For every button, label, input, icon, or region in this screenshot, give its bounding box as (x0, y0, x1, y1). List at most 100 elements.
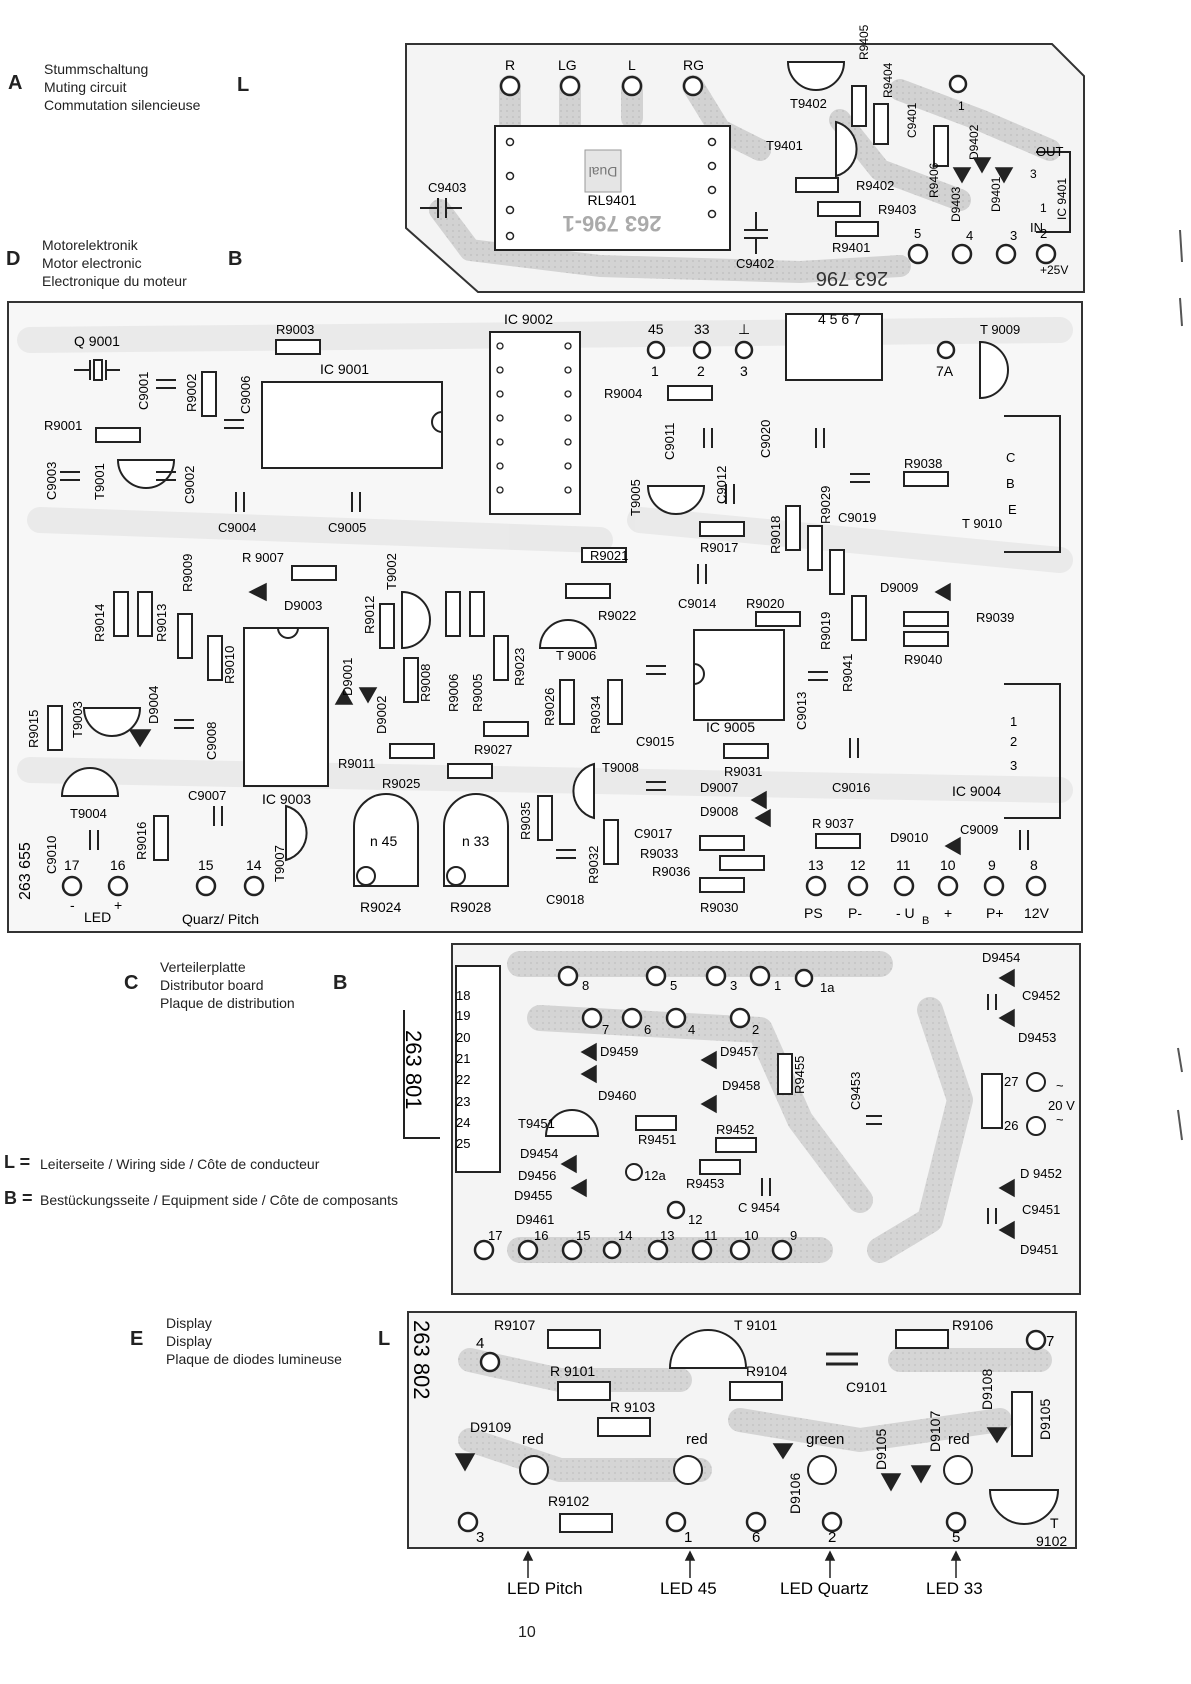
c-pin-4: 4 (688, 1022, 695, 1037)
c9403-label: C9403 (428, 180, 466, 195)
c9011-label: C9011 (662, 423, 677, 460)
e-led-45: LED 45 (660, 1579, 717, 1598)
c-r9453: R9453 (686, 1176, 724, 1191)
ic9401-label: IC 9401 (1055, 178, 1069, 220)
c9401-label: C9401 (905, 102, 919, 138)
c-bpin-9: 9 (790, 1228, 797, 1243)
c-ac-26: 26 (1004, 1118, 1018, 1133)
section-c-side: B (333, 972, 348, 994)
c-conn-23: 23 (456, 1094, 470, 1109)
r9011-label: R9011 (338, 756, 375, 771)
section-d-side: B (228, 248, 243, 270)
c9009-label: C9009 (960, 822, 998, 837)
c-bpin-13: 13 (660, 1228, 674, 1243)
e-r9101: R 9101 (550, 1363, 595, 1379)
c-pin-8: 8 (582, 978, 589, 993)
c9008-label: C9008 (204, 722, 219, 760)
d-top-pin-45: 45 (648, 321, 664, 337)
e-pin-1: 1 (684, 1529, 692, 1546)
d-label-ub-plus: + (944, 905, 952, 921)
c-c9452: C9452 (1022, 988, 1060, 1003)
d-pin-14: 14 (246, 857, 262, 873)
c-pin-12: 12 (688, 1212, 702, 1227)
c-d9452: D 9452 (1020, 1166, 1062, 1181)
r9040-label: R9040 (904, 652, 942, 667)
c-bpin-16: 16 (534, 1228, 548, 1243)
r9035-label: R9035 (518, 802, 533, 840)
t9008-label: T9008 (602, 760, 639, 775)
r9016-label: R9016 (134, 822, 149, 860)
e-d9106: D9106 (787, 1473, 803, 1514)
c9019-label: C9019 (838, 510, 876, 525)
c-d9455: D9455 (514, 1188, 552, 1203)
d9402-label: D9402 (967, 124, 981, 160)
e-d9105-b: D9105 (1037, 1399, 1053, 1440)
c-bpin-14: 14 (618, 1228, 632, 1243)
c9015-label: C9015 (636, 734, 674, 749)
r9034-label: R9034 (588, 696, 603, 734)
ic9004-pin3: 3 (1010, 758, 1017, 773)
r9027-label: R9027 (474, 742, 512, 757)
section-a-title-de: Stummschaltung (44, 61, 149, 77)
r9404-label: R9404 (881, 62, 895, 98)
d-pin-12: 12 (850, 857, 866, 873)
a-plus25: +25V (1040, 263, 1068, 277)
section-d-letter: D (6, 248, 21, 270)
r9012-label: R9012 (362, 596, 377, 634)
e-led-quartz: LED Quartz (780, 1579, 869, 1598)
c-t9451: T9451 (518, 1116, 555, 1131)
e-pin-2: 2 (828, 1529, 836, 1546)
c9012-label: C9012 (714, 466, 729, 504)
d-label-12v: 12V (1024, 905, 1050, 921)
ic9401-in: IN (1030, 220, 1043, 235)
ic9004-pin1: 1 (1010, 714, 1017, 729)
d-pin-9: 9 (988, 857, 996, 873)
terminal-lg: LG (558, 57, 577, 73)
e-t9102-num: 9102 (1036, 1533, 1067, 1549)
ic9401-pin3: 3 (1030, 167, 1037, 181)
c9010-label: C9010 (44, 836, 59, 874)
c-pin-1: 1 (774, 978, 781, 993)
c9018-label: C9018 (546, 892, 584, 907)
c9006-label: C9006 (238, 376, 253, 414)
r9009-label: R9009 (180, 554, 195, 592)
c-d9454: D9454 (520, 1146, 558, 1161)
r9002-label: R9002 (184, 374, 199, 412)
a-pin-2: 2 (1040, 226, 1047, 241)
e-led-color-4: red (948, 1431, 970, 1448)
board-a-code: 263 796 (816, 267, 888, 289)
d9009-label: D9009 (880, 580, 918, 595)
d-label-pm: P- (848, 905, 862, 921)
d-pin-7a: 7A (936, 363, 954, 379)
c-d9459: D9459 (600, 1044, 638, 1059)
r9021-label: R9021 (590, 548, 628, 563)
c-pin-2: 2 (752, 1022, 759, 1037)
r9008-label: R9008 (418, 664, 433, 702)
legend-l-text: Leiterseite / Wiring side / Côte de cond… (40, 1156, 320, 1172)
page-number: 10 (518, 1624, 536, 1641)
relay-rl9401-label: RL9401 (587, 192, 636, 208)
d-pin-13: 13 (808, 857, 824, 873)
c-c9451: C9451 (1022, 1202, 1060, 1217)
e-d9105-a: D9105 (873, 1429, 889, 1470)
t9001-label: T9001 (92, 463, 107, 500)
e-c9101: C9101 (846, 1379, 887, 1395)
c9017-label: C9017 (634, 826, 672, 841)
c-d9454-top: D9454 (982, 950, 1020, 965)
section-e-title-de: Display (166, 1315, 212, 1331)
r9014-label: R9014 (92, 604, 107, 642)
c9005-label: C9005 (328, 520, 366, 535)
d-label-ub-sub: B (922, 915, 929, 927)
d9001-label: D9001 (340, 658, 355, 696)
c-conn-22: 22 (456, 1072, 470, 1087)
section-e-title-fr: Plaque de diodes lumineuse (166, 1351, 342, 1367)
t9401-label: T9401 (766, 138, 803, 153)
c-d9458: D9458 (722, 1078, 760, 1093)
c-d9457: D9457 (720, 1044, 758, 1059)
r9028-label: R9028 (450, 899, 491, 915)
r9020-label: R9020 (746, 596, 784, 611)
ic9004-label: IC 9004 (952, 783, 1001, 799)
e-r9106: R9106 (952, 1317, 993, 1333)
terminal-l: L (628, 57, 636, 73)
trimmer-n45: n 45 (370, 833, 397, 849)
